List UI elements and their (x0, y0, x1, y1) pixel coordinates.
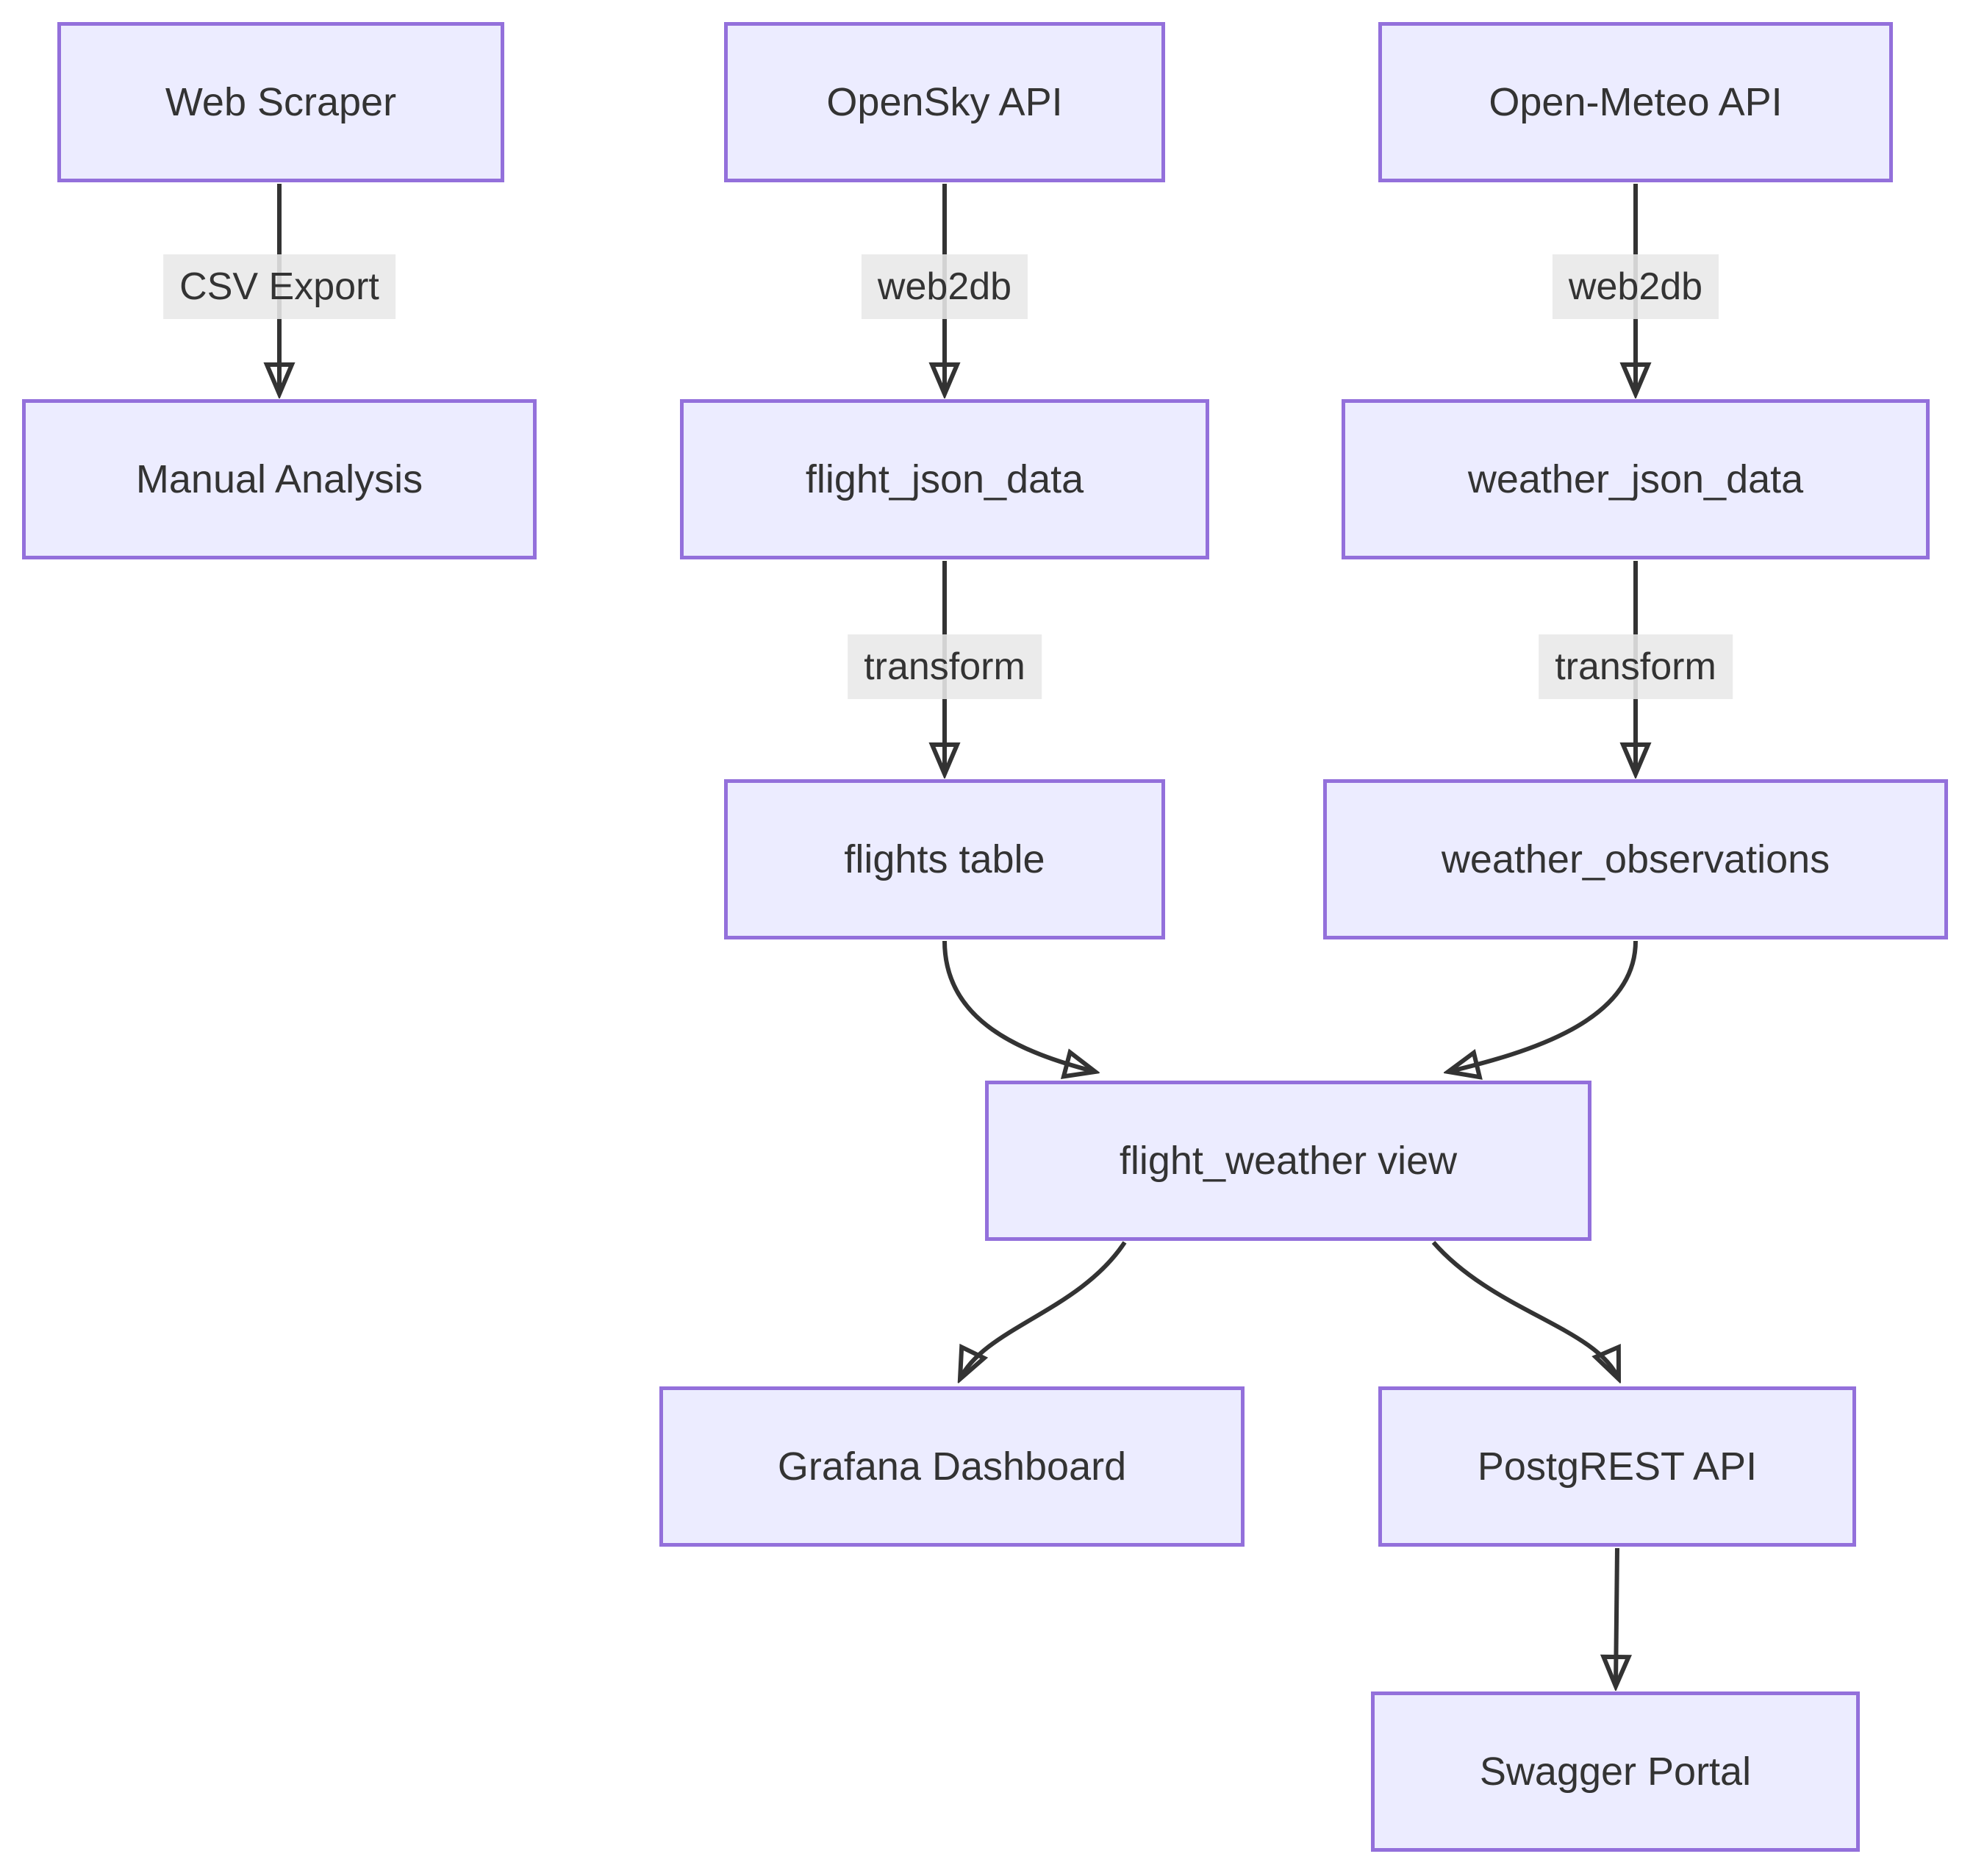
node-postgrest-api-label: PostgREST API (1477, 1444, 1758, 1489)
node-flight-json-data: flight_json_data (680, 399, 1209, 559)
edge-label-csv-export: CSV Export (163, 254, 395, 319)
node-manual-analysis-label: Manual Analysis (135, 457, 423, 501)
node-open-meteo-api-label: Open-Meteo API (1489, 80, 1783, 124)
edge-fwview-grafana (960, 1241, 1127, 1379)
node-swagger-portal: Swagger Portal (1371, 1691, 1860, 1852)
edge-label-transform-flight-text: transform (864, 645, 1025, 688)
edge-label-web2db-meteo-text: web2db (1568, 265, 1703, 308)
edge-label-web2db-opensky: web2db (861, 254, 1028, 319)
node-flights-table-label: flights table (844, 837, 1045, 881)
edge-label-transform-weather-text: transform (1555, 645, 1716, 688)
node-flight-weather-view-label: flight_weather view (1119, 1139, 1458, 1183)
node-manual-analysis: Manual Analysis (22, 399, 537, 559)
node-web-scraper: Web Scraper (57, 22, 504, 182)
edge-flightstable-fwview (942, 940, 1095, 1072)
node-weather-json-data-label: weather_json_data (1467, 457, 1804, 501)
node-weather-json-data: weather_json_data (1342, 399, 1930, 559)
node-weather-observations: weather_observations (1323, 779, 1948, 939)
edge-label-web2db-opensky-text: web2db (877, 265, 1012, 308)
edge-postgrest-swagger (1616, 1547, 1617, 1686)
node-grafana-dashboard-label: Grafana Dashboard (777, 1444, 1127, 1489)
node-web-scraper-label: Web Scraper (165, 80, 397, 124)
node-grafana-dashboard: Grafana Dashboard (659, 1386, 1245, 1547)
node-flight-weather-view: flight_weather view (985, 1081, 1591, 1241)
node-open-meteo-api: Open-Meteo API (1378, 22, 1893, 182)
node-opensky-api-label: OpenSky API (826, 80, 1063, 124)
edge-label-transform-weather: transform (1539, 634, 1733, 699)
node-flight-json-data-label: flight_json_data (805, 457, 1084, 501)
edge-label-csv-export-text: CSV Export (179, 265, 379, 308)
node-postgrest-api: PostgREST API (1378, 1386, 1856, 1547)
node-weather-observations-label: weather_observations (1441, 837, 1830, 881)
edge-label-web2db-meteo: web2db (1552, 254, 1719, 319)
node-swagger-portal-label: Swagger Portal (1479, 1750, 1752, 1794)
edge-label-transform-flight: transform (848, 634, 1042, 699)
node-opensky-api: OpenSky API (724, 22, 1165, 182)
edge-fwview-postgrest (1431, 1241, 1619, 1379)
edge-weatherobs-fwview (1448, 940, 1638, 1072)
node-flights-table: flights table (724, 779, 1165, 939)
